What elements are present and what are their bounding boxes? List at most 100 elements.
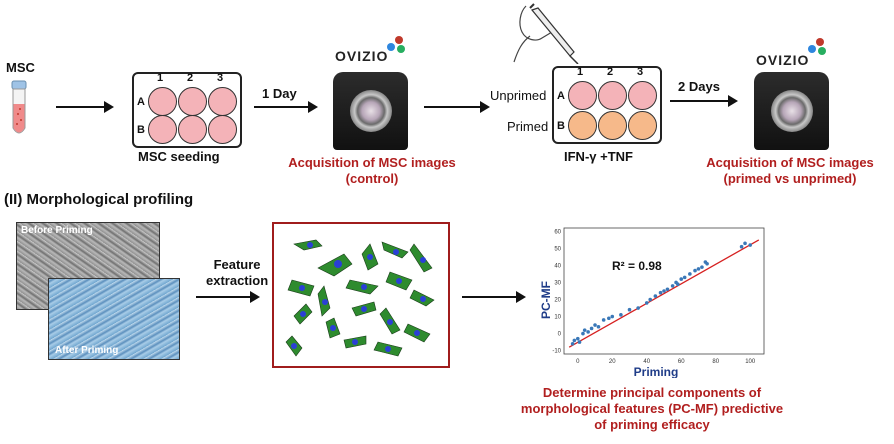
data-point [575, 336, 580, 341]
segmented-cells-image [285, 239, 435, 357]
feature-label-line1: Feature [213, 257, 261, 272]
data-point [705, 261, 709, 266]
data-point [644, 301, 649, 305]
data-point [693, 268, 697, 273]
data-point [572, 338, 577, 343]
plate-row-label: B [557, 120, 565, 132]
data-point [653, 294, 658, 298]
data-point [748, 243, 753, 247]
plate-col-label: 1 [157, 72, 164, 84]
bottom-caption-line1: Determine principal components of [542, 385, 762, 400]
y-tick-label: 30 [554, 280, 561, 286]
device1-caption-line1: Acquisition of MSC images [288, 155, 456, 170]
feature-label-line2: extraction [206, 273, 269, 288]
plate2-caption: IFN-γ +TNF [564, 149, 633, 164]
well [178, 115, 207, 144]
plate1-caption: MSC seeding [138, 149, 220, 164]
step2-label: 2 Days [678, 79, 720, 94]
y-tick-label: 20 [554, 298, 561, 304]
arrow-plate2-to-device [670, 95, 738, 107]
y-tick-label: 60 [554, 229, 561, 235]
well-unprimed [598, 81, 627, 110]
bottom-caption-line3: of priming efficacy [594, 417, 710, 432]
plate-col-label: 2 [187, 72, 194, 84]
x-axis-label: Priming [634, 365, 679, 378]
data-point [675, 282, 680, 286]
after-priming-photo: After Priming [48, 278, 180, 360]
x-tick-label: 60 [678, 359, 685, 365]
plate-col-label: 1 [577, 66, 584, 78]
segmented-cells-panel [272, 222, 450, 368]
well-unprimed [628, 81, 657, 110]
after-priming-label: After Priming [55, 345, 119, 356]
bottom-caption-line2: morphological features (PC-MF) predictiv… [520, 401, 784, 416]
data-point [610, 314, 615, 319]
before-priming-label: Before Priming [21, 225, 93, 236]
plate-col-label: 2 [607, 66, 614, 78]
arrow-device-to-plate2 [424, 101, 490, 113]
y-tick-label: 50 [554, 246, 561, 252]
x-tick-label: 20 [609, 359, 616, 365]
ovizio-microscope-device [754, 72, 829, 150]
data-point [582, 328, 587, 332]
microscope-lens-icon [771, 90, 813, 132]
section-title: (II) Morphological profiling [4, 191, 194, 208]
data-point [739, 244, 744, 249]
plate-col-label: 3 [637, 66, 644, 78]
x-tick-label: 0 [576, 359, 580, 365]
arrow-to-feature-extraction [196, 291, 260, 303]
ovizio-microscope-device [333, 72, 408, 150]
arrow-to-scatter-plot [462, 291, 526, 303]
data-point [593, 323, 597, 327]
regression-fit-line [568, 239, 760, 348]
y-tick-label: 10 [554, 315, 561, 321]
well-primed [568, 111, 597, 140]
data-point [688, 272, 692, 276]
ovizio-logo-dots-icon [387, 36, 407, 56]
row-label-primed: Primed [507, 119, 549, 134]
y-tick-label: -10 [552, 349, 561, 355]
well-unprimed [568, 81, 597, 110]
data-point [658, 290, 663, 295]
test-tube-icon [11, 80, 27, 134]
y-tick-label: 0 [558, 332, 562, 338]
device2-caption-line2: (primed vs unprimed) [723, 171, 857, 186]
data-point [601, 318, 606, 322]
data-point [570, 341, 575, 346]
well-plate-priming: 1 2 3 A B [552, 66, 662, 144]
data-point [627, 307, 632, 312]
data-point [596, 324, 601, 329]
data-point [682, 275, 687, 280]
well-primed [598, 111, 627, 140]
well [208, 87, 237, 116]
data-point [743, 241, 747, 246]
well-plate-seeding: 1 2 3 A B [132, 72, 242, 148]
data-point [696, 267, 701, 271]
step1-label: 1 Day [262, 86, 297, 101]
data-point [648, 297, 653, 302]
arrow-plate-to-device [254, 101, 318, 113]
data-point [700, 265, 704, 269]
well [208, 115, 237, 144]
microscope-lens-icon [350, 90, 392, 132]
row-label-unprimed: Unprimed [490, 88, 547, 103]
data-point [662, 289, 666, 293]
msc-label: MSC [6, 60, 35, 75]
x-tick-label: 80 [712, 359, 719, 365]
device1-caption-line2: (control) [345, 171, 399, 186]
data-point [670, 284, 675, 288]
pipette-hand-icon [513, 3, 579, 64]
plate-row-label: A [137, 96, 145, 108]
data-point [679, 277, 684, 281]
data-point [586, 330, 590, 334]
data-point [665, 287, 670, 292]
data-point [607, 316, 611, 321]
y-axis-label: PC-MF [539, 281, 553, 319]
plate-row-label: A [557, 90, 565, 102]
ovizio-logo: OVIZIO [756, 52, 810, 68]
plate-row-label: B [137, 124, 145, 136]
plate-col-label: 3 [217, 72, 224, 84]
device2-caption-line1: Acquisition of MSC images [706, 155, 874, 170]
data-point [589, 326, 594, 331]
